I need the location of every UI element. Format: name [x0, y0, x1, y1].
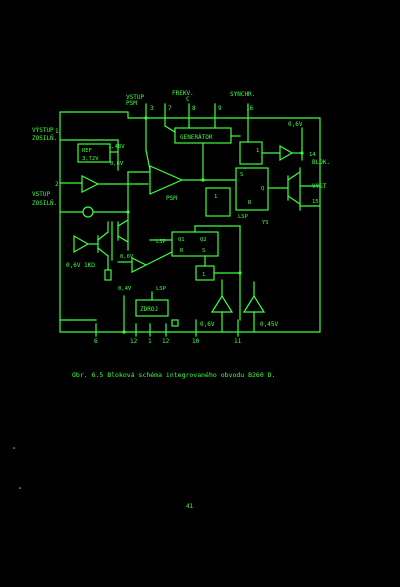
figure-caption: Obr. 6.5 Bloková schéma integrovaného ob…	[72, 371, 276, 379]
label-synchr: SYNCHR.	[230, 91, 255, 98]
wire	[164, 125, 176, 133]
label-pin-15: 15	[312, 199, 319, 205]
label-vystup-zos-2: ZOSILŇ.	[32, 135, 57, 142]
label-ref: REF	[82, 148, 92, 154]
mid-comparator	[131, 257, 148, 273]
label-pin-1-left: 1	[55, 128, 59, 135]
label-0-6v-right: 0,6V	[288, 121, 303, 128]
label-lsp-2: LSP	[156, 239, 167, 245]
wire	[97, 247, 109, 257]
label-pin-14: 14	[309, 152, 316, 158]
current-source	[82, 206, 94, 218]
label-frekv-c: C	[186, 96, 190, 103]
label-pin-12b: 12	[162, 338, 170, 345]
reference-block	[77, 143, 111, 163]
label-0-6v-1kohm: 0,6V 1KΩ	[66, 262, 95, 269]
junction-dot	[300, 151, 304, 155]
label-0-45v-bottom: 0,45V	[260, 321, 278, 328]
inverter	[279, 144, 294, 162]
label-pin-12: 12	[130, 338, 138, 345]
wire	[145, 251, 173, 266]
gate-s-r	[205, 187, 231, 217]
wire	[117, 235, 129, 243]
label-vstup-psm: VSTUP	[126, 94, 144, 101]
label-frekv: FREKV.	[172, 90, 194, 97]
label-ref-value: 3,72V	[82, 156, 99, 162]
label-zdroj: ZDROJ	[140, 306, 158, 313]
label-lsp-1: LSP	[238, 214, 249, 220]
label-pin-9: 9	[218, 105, 222, 112]
label-pin-16: 16	[246, 105, 254, 112]
outer-frame	[59, 111, 321, 333]
page-number: 41	[186, 503, 194, 510]
label-vstup-zos: VSTUP	[32, 191, 50, 198]
label-s-1: S	[240, 172, 243, 178]
label-pin-3: 3	[150, 105, 154, 112]
junction-dot	[126, 210, 130, 214]
wire	[117, 219, 129, 227]
label-q1: Q1	[178, 237, 185, 243]
input-amplifier	[81, 175, 100, 193]
label-lsp-3: LSP	[156, 286, 167, 292]
label-vyst: VÝST	[312, 183, 327, 190]
sr-flipflop-right	[235, 167, 269, 211]
label-pin-7: 7	[168, 105, 172, 112]
label-pin-8-top: 8	[192, 105, 196, 112]
label-pin-6: 6	[94, 338, 98, 345]
wire	[97, 231, 109, 241]
label-0-6v-bottom: 0,6V	[200, 321, 215, 328]
label-blok: BLOK.	[312, 159, 330, 166]
label-pin-1-bottom: 1	[148, 338, 152, 345]
scan-speck	[19, 487, 21, 489]
label-one-c: 1	[202, 272, 205, 278]
wire	[145, 149, 151, 171]
junction-dot	[238, 271, 242, 275]
label-0-4v: 0,4V	[118, 286, 132, 292]
label-0-6v-mid: 0,6V	[120, 254, 134, 260]
output-capacitor	[171, 319, 179, 327]
bottom-comparator-right	[242, 294, 266, 313]
junction-dot	[144, 116, 148, 120]
scan-speck	[13, 447, 15, 449]
label-one-a: 1	[256, 148, 259, 154]
psm-comparator	[149, 165, 184, 195]
label-vstup-psm-2: PSM	[126, 100, 137, 107]
label-psm: PSM	[166, 195, 177, 202]
label-generator: GENERÁTOR	[180, 134, 213, 141]
flipflop-q1q2	[171, 231, 219, 257]
label-r-1: R	[248, 200, 252, 206]
label-q-ff: Q	[261, 186, 264, 192]
label-q2: Q2	[200, 237, 207, 243]
label-vstup-zos-2: ZOSILŇ.	[32, 200, 57, 207]
label-pin-11: 11	[234, 338, 242, 345]
label-one-b: 1	[214, 194, 217, 200]
junction-dot	[122, 330, 126, 334]
label-pin-2-left: 2	[55, 181, 59, 188]
label-ys: YS	[262, 220, 269, 226]
label-vystup-zos: VÝSTUP	[32, 127, 54, 134]
resistor-1k	[104, 269, 112, 281]
label-r-2: R	[180, 248, 184, 254]
wire	[287, 171, 301, 181]
feedback-amplifier	[73, 234, 90, 254]
bottom-comparator-left	[210, 294, 234, 313]
label-s-2: S	[202, 248, 205, 254]
wire	[287, 195, 301, 205]
label-0-6v-top: 0,6V	[110, 161, 124, 167]
label-1-48v: 1,48V	[108, 144, 125, 150]
junction-dot	[201, 178, 205, 182]
label-pin-10: 10	[192, 338, 200, 345]
